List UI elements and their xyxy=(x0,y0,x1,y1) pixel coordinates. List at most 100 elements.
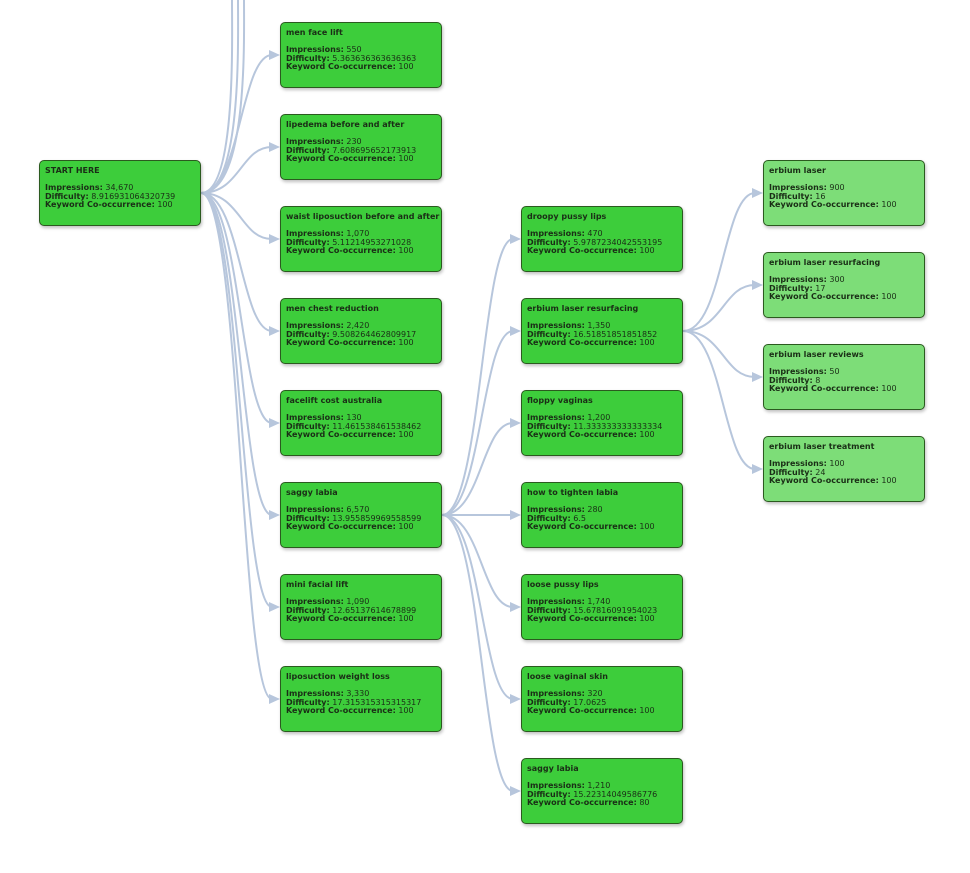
cooccurrence-label: Keyword Co-occurrence: xyxy=(286,337,396,347)
node-title: loose pussy lips xyxy=(527,580,599,589)
difficulty-value: 11.333333333333334 xyxy=(573,421,663,431)
impressions-label: Impressions: xyxy=(527,689,585,699)
keyword-node-facelift-cost-australia[interactable]: facelift cost australia Impressions: 130… xyxy=(280,390,442,456)
keyword-node-start-here[interactable]: START HERE Impressions: 34,670 Difficult… xyxy=(39,160,201,226)
cooccurrence-label: Keyword Co-occurrence: xyxy=(527,429,637,439)
keyword-node-men-face-lift[interactable]: men face lift Impressions: 550 Difficult… xyxy=(280,22,442,88)
impressions-label: Impressions: xyxy=(286,45,344,55)
keyword-node-erbium-laser-treatment[interactable]: erbium laser treatment Impressions: 100 … xyxy=(763,436,925,502)
keyword-node-erbium-laser-reviews[interactable]: erbium laser reviews Impressions: 50 Dif… xyxy=(763,344,925,410)
difficulty-label: Difficulty: xyxy=(527,697,571,707)
cooccurrence-value: 100 xyxy=(398,337,414,347)
edge-root-to-child-3 xyxy=(200,192,273,240)
impressions-value: 2,420 xyxy=(346,321,370,331)
difficulty-value: 8.916931064320739 xyxy=(91,191,176,201)
edge-root-to-child-4 xyxy=(200,192,273,332)
edge-saggy-labia-to-child-6 xyxy=(441,514,514,700)
edge-saggy-labia-to-child-7 xyxy=(441,514,514,792)
impressions-label: Impressions: xyxy=(769,275,827,285)
cooccurrence-value: 100 xyxy=(881,199,897,209)
cooccurrence-label: Keyword Co-occurrence: xyxy=(527,521,637,531)
node-title: erbium laser xyxy=(769,166,826,175)
edge-root-to-child-8 xyxy=(200,192,273,700)
edge-saggy-labia-to-child-5-arrowhead xyxy=(510,602,521,612)
difficulty-value: 15.22314049586776 xyxy=(573,789,658,799)
difficulty-label: Difficulty: xyxy=(286,53,330,63)
impressions-value: 34,670 xyxy=(105,183,134,193)
edge-root-offscreen-3 xyxy=(200,0,246,194)
difficulty-value: 17.0625 xyxy=(573,697,607,707)
cooccurrence-value: 100 xyxy=(398,613,414,623)
cooccurrence-value: 100 xyxy=(398,705,414,715)
keyword-node-erbium-laser-resurfacing[interactable]: erbium laser resurfacing Impressions: 1,… xyxy=(521,298,683,364)
cooccurrence-value: 100 xyxy=(639,429,655,439)
keyword-node-saggy-labia[interactable]: saggy labia Impressions: 6,570 Difficult… xyxy=(280,482,442,548)
difficulty-label: Difficulty: xyxy=(527,237,571,247)
cooccurrence-label: Keyword Co-occurrence: xyxy=(769,383,879,393)
keyword-node-erbium-laser-resurfacing-2[interactable]: erbium laser resurfacing Impressions: 30… xyxy=(763,252,925,318)
edge-saggy-labia-to-child-3-arrowhead xyxy=(510,418,521,428)
difficulty-value: 11.461538461538462 xyxy=(332,421,422,431)
impressions-value: 550 xyxy=(346,45,362,55)
impressions-value: 100 xyxy=(829,459,845,469)
cooccurrence-value: 100 xyxy=(881,475,897,485)
impressions-label: Impressions: xyxy=(286,689,344,699)
impressions-value: 1,090 xyxy=(346,597,370,607)
edge-root-to-child-6-arrowhead xyxy=(269,510,280,520)
edge-root-to-child-7 xyxy=(200,192,273,608)
impressions-value: 130 xyxy=(346,413,362,423)
difficulty-value: 15.67816091954023 xyxy=(573,605,658,615)
cooccurrence-label: Keyword Co-occurrence: xyxy=(769,199,879,209)
difficulty-value: 17.315315315315317 xyxy=(332,697,422,707)
edge-root-offscreen-2 xyxy=(200,0,240,194)
keyword-node-loose-vaginal-skin[interactable]: loose vaginal skin Impressions: 320 Diff… xyxy=(521,666,683,732)
keyword-node-saggy-labia-2[interactable]: saggy labia Impressions: 1,210 Difficult… xyxy=(521,758,683,824)
difficulty-label: Difficulty: xyxy=(286,329,330,339)
node-title: START HERE xyxy=(45,166,100,175)
impressions-value: 1,070 xyxy=(346,229,370,239)
node-title: erbium laser resurfacing xyxy=(769,258,881,267)
keyword-node-men-chest-reduction[interactable]: men chest reduction Impressions: 2,420 D… xyxy=(280,298,442,364)
impressions-label: Impressions: xyxy=(769,183,827,193)
keyword-node-mini-facial-lift[interactable]: mini facial lift Impressions: 1,090 Diff… xyxy=(280,574,442,640)
keyword-node-how-to-tighten-labia[interactable]: how to tighten labia Impressions: 280 Di… xyxy=(521,482,683,548)
difficulty-value: 6.5 xyxy=(573,513,587,523)
edge-erbium-to-child-1-arrowhead xyxy=(752,188,763,198)
difficulty-label: Difficulty: xyxy=(527,513,571,523)
impressions-value: 470 xyxy=(587,229,603,239)
keyword-node-floppy-vaginas[interactable]: floppy vaginas Impressions: 1,200 Diffic… xyxy=(521,390,683,456)
cooccurrence-label: Keyword Co-occurrence: xyxy=(527,797,637,807)
keyword-node-lipedema-before-and-after[interactable]: lipedema before and after Impressions: 2… xyxy=(280,114,442,180)
cooccurrence-value: 100 xyxy=(157,199,173,209)
keyword-node-liposuction-weight-loss[interactable]: liposuction weight loss Impressions: 3,3… xyxy=(280,666,442,732)
difficulty-label: Difficulty: xyxy=(527,605,571,615)
impressions-value: 280 xyxy=(587,505,603,515)
node-title: mini facial lift xyxy=(286,580,349,589)
edge-erbium-to-child-4 xyxy=(682,330,756,470)
edge-saggy-labia-to-child-5 xyxy=(441,514,514,608)
impressions-label: Impressions: xyxy=(769,459,827,469)
keyword-node-loose-pussy-lips[interactable]: loose pussy lips Impressions: 1,740 Diff… xyxy=(521,574,683,640)
difficulty-label: Difficulty: xyxy=(527,329,571,339)
edge-root-to-child-8-arrowhead xyxy=(269,694,280,704)
impressions-value: 1,740 xyxy=(587,597,611,607)
impressions-label: Impressions: xyxy=(286,229,344,239)
edge-root-to-child-5-arrowhead xyxy=(269,418,280,428)
node-title: facelift cost australia xyxy=(286,396,383,405)
cooccurrence-value: 100 xyxy=(398,61,414,71)
cooccurrence-value: 100 xyxy=(881,383,897,393)
impressions-value: 50 xyxy=(829,367,840,377)
keyword-node-erbium-laser[interactable]: erbium laser Impressions: 900 Difficulty… xyxy=(763,160,925,226)
impressions-label: Impressions: xyxy=(527,413,585,423)
impressions-label: Impressions: xyxy=(286,413,344,423)
cooccurrence-value: 100 xyxy=(639,705,655,715)
keyword-node-droopy-pussy-lips[interactable]: droopy pussy lips Impressions: 470 Diffi… xyxy=(521,206,683,272)
node-title: erbium laser reviews xyxy=(769,350,864,359)
difficulty-label: Difficulty: xyxy=(286,697,330,707)
edge-saggy-labia-to-child-3 xyxy=(441,422,514,516)
impressions-value: 1,210 xyxy=(587,781,611,791)
keyword-node-waist-liposuction[interactable]: waist liposuction before and after Impre… xyxy=(280,206,442,272)
edge-root-to-child-4-arrowhead xyxy=(269,326,280,336)
edge-erbium-to-child-2 xyxy=(682,284,756,332)
